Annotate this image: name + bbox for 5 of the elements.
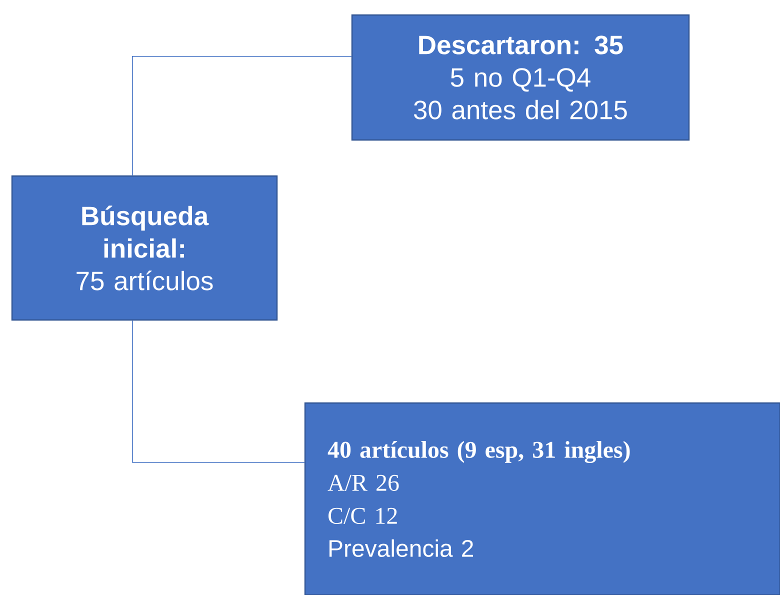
process-box: Búsqueda inicial: 75 artículos — [11, 175, 278, 321]
process-box: 40 artículos (9 esp, 31 ingles) A/R 26 C/C 12 Prevalencia 2 — [304, 402, 780, 595]
connector-line — [132, 320, 305, 463]
connector-line — [132, 56, 352, 176]
process-box: Descartaron: 35 5 no Q1-Q4 30 antes del 2015 — [351, 14, 690, 141]
